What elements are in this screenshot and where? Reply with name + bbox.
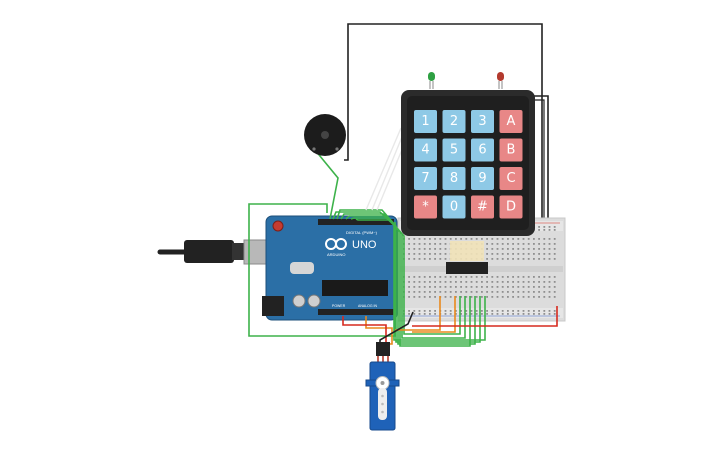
keypad-key-label: C	[506, 171, 515, 186]
keypad-key-#[interactable]: #	[471, 195, 494, 219]
green-wires	[248, 149, 486, 347]
keypad-key-0[interactable]: 0	[442, 195, 466, 219]
keypad-key-label: B	[507, 143, 516, 158]
keypad-key-label: 5	[450, 143, 458, 158]
keypad-4x4[interactable]: 1 2 3 A 4 5 6 B 7 8 9 C * 0 # D	[401, 90, 535, 236]
keypad-key-label: #	[477, 200, 488, 215]
white-wires	[365, 127, 407, 211]
keypad-key-C[interactable]: C	[499, 167, 523, 190]
keypad-key-label: 4	[421, 143, 429, 158]
orange-wire-2	[395, 296, 441, 331]
keypad-key-label: A	[507, 114, 516, 129]
led-red[interactable]	[497, 72, 504, 89]
keypad-key-label: 9	[478, 171, 486, 186]
keypad-key-label: 7	[421, 171, 429, 186]
servo-motor[interactable]	[365, 342, 400, 431]
power-jack	[262, 296, 284, 316]
red-wire	[342, 316, 387, 344]
keypad-key-5[interactable]: 5	[442, 138, 466, 162]
arduino-logo	[325, 238, 347, 250]
keypad-key-label: 1	[421, 114, 429, 129]
keypad-key-D[interactable]: D	[499, 195, 523, 219]
keypad-key-label: 3	[478, 114, 486, 129]
keypad-key-1[interactable]: 1	[414, 110, 437, 133]
piezo-buzzer[interactable]	[304, 114, 346, 156]
red-wire-2	[412, 306, 558, 327]
keypad-key-2[interactable]: 2	[442, 110, 466, 133]
led-green[interactable]	[428, 72, 435, 89]
keypad-side-wire-1	[534, 95, 549, 222]
keypad-key-8[interactable]: 8	[442, 167, 466, 190]
keypad-key-label: 2	[450, 114, 458, 129]
board-brand-label: ARDUINO	[327, 252, 345, 257]
digital-header-label: DIGITAL (PWM~)	[346, 230, 378, 235]
microcontroller-chip	[322, 280, 388, 296]
keypad-side-wire-2	[534, 99, 545, 222]
reset-button[interactable]	[272, 220, 284, 232]
keypad-key-*[interactable]: *	[414, 195, 437, 219]
keypad-key-label: 8	[450, 171, 458, 186]
keypad-key-label: 0	[450, 200, 458, 215]
keypad-key-label: 6	[478, 143, 486, 158]
analog-header-label: ANALOG IN	[358, 304, 378, 308]
keypad-key-3[interactable]: 3	[471, 110, 494, 133]
keypad-key-6[interactable]: 6	[471, 138, 494, 162]
keypad-key-4[interactable]: 4	[414, 138, 437, 162]
keypad-key-label: *	[422, 200, 429, 215]
board-model-label: UNO	[352, 239, 377, 251]
keypad-key-A[interactable]: A	[499, 110, 523, 133]
orange-wire-3	[412, 296, 456, 333]
arduino-uno-board[interactable]: UNO ARDUINO DIGITAL (PWM~) POWER ANALOG …	[157, 215, 398, 321]
buzzer-wire-black	[344, 23, 543, 218]
keypad-key-9[interactable]: 9	[471, 167, 494, 190]
usb-plug	[184, 240, 234, 263]
power-header-label: POWER	[332, 304, 346, 308]
breadboard-ic	[446, 241, 488, 274]
keypad-key-B[interactable]: B	[499, 138, 523, 162]
keypad-key-label: D	[506, 200, 516, 215]
keypad-key-7[interactable]: 7	[414, 167, 437, 190]
